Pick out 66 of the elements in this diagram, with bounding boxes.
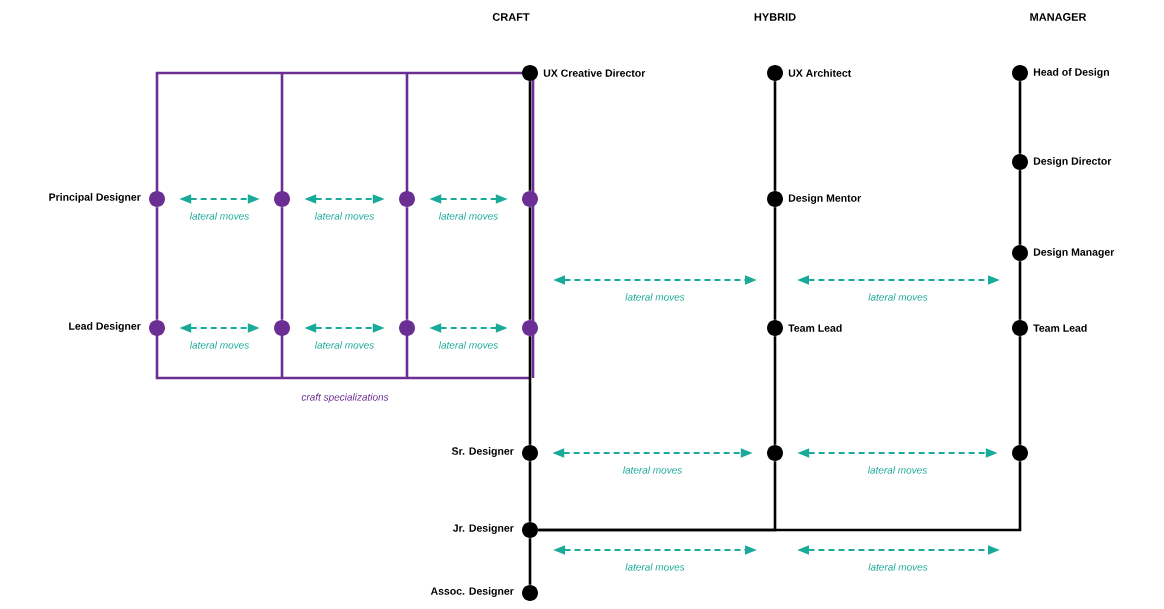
- career-track-line: [280, 207, 284, 320]
- role-label: Jr. Designer: [452, 524, 514, 534]
- dot: [69, 320, 165, 336]
- role-label: Sr. Designer: [451, 447, 514, 457]
- dot: [1012, 445, 1028, 461]
- career-track-line: [773, 207, 777, 320]
- dot: [274, 191, 290, 207]
- career-track-line: [538, 461, 1022, 532]
- arrow-label: lateral moves: [625, 563, 685, 571]
- edge-label: lateral moves: [867, 466, 927, 474]
- career-track-line: [528, 538, 532, 585]
- dot: [451, 445, 538, 461]
- dot: [430, 585, 538, 601]
- edge-label: lateral moves: [438, 341, 498, 349]
- frame-caption: craft specializations: [301, 393, 389, 403]
- career-track-line: [1018, 81, 1022, 154]
- role-label: Design Manager: [1033, 248, 1115, 258]
- column-heading: HYBRID: [754, 13, 796, 21]
- role-label: Principal Designer: [49, 193, 141, 203]
- dot: [767, 65, 852, 81]
- role-label: Lead Designer: [69, 322, 141, 332]
- dot: [49, 191, 165, 207]
- column-heading: CRAFT: [492, 13, 530, 21]
- career-track-line: [528, 461, 532, 522]
- arrow-label: lateral moves: [868, 563, 928, 571]
- career-track-line: [1018, 261, 1022, 320]
- career-track-line: [155, 207, 159, 320]
- dot: [274, 320, 290, 336]
- career-track-line: [773, 336, 777, 445]
- arrow-label: lateral moves: [625, 293, 685, 301]
- dot: [767, 191, 861, 207]
- role-label: Team Lead: [1033, 324, 1087, 332]
- career-track-line: [528, 81, 532, 191]
- dot: [1012, 65, 1109, 81]
- role-label: UX Creative Director: [543, 69, 646, 77]
- column-heading: MANAGER: [1030, 13, 1087, 21]
- dot: [1012, 320, 1087, 336]
- dot: [767, 445, 783, 461]
- dot: [767, 320, 842, 336]
- career-track-line: [528, 207, 532, 320]
- edge-label: lateral moves: [314, 341, 374, 349]
- edge-label: lateral moves: [189, 212, 249, 220]
- edge-label: lateral moves: [189, 341, 249, 349]
- role-label: Head of Design: [1033, 68, 1109, 78]
- edge-label: lateral moves: [622, 466, 682, 474]
- role-label: Team Lead: [788, 324, 842, 332]
- role-label: Design Director: [1033, 157, 1112, 167]
- dot: [522, 65, 646, 81]
- dot: [522, 191, 538, 207]
- dot: [1012, 245, 1115, 261]
- career-track-line: [773, 81, 777, 191]
- dot: [399, 320, 415, 336]
- role-label: UX Architect: [788, 69, 852, 77]
- dot: [452, 522, 538, 538]
- dot: [1012, 154, 1112, 170]
- career-track-line: [528, 336, 532, 445]
- dot: [399, 191, 415, 207]
- career-track-line: [1018, 170, 1022, 245]
- arrow-label: lateral moves: [868, 293, 928, 301]
- edge-label: lateral moves: [314, 212, 374, 220]
- edge-label: lateral moves: [438, 212, 498, 220]
- role-label: Assoc. Designer: [430, 587, 514, 597]
- role-label: Design Mentor: [788, 194, 861, 204]
- career-track-line: [1018, 336, 1022, 445]
- dot: [522, 320, 538, 336]
- career-track-line: [405, 207, 409, 320]
